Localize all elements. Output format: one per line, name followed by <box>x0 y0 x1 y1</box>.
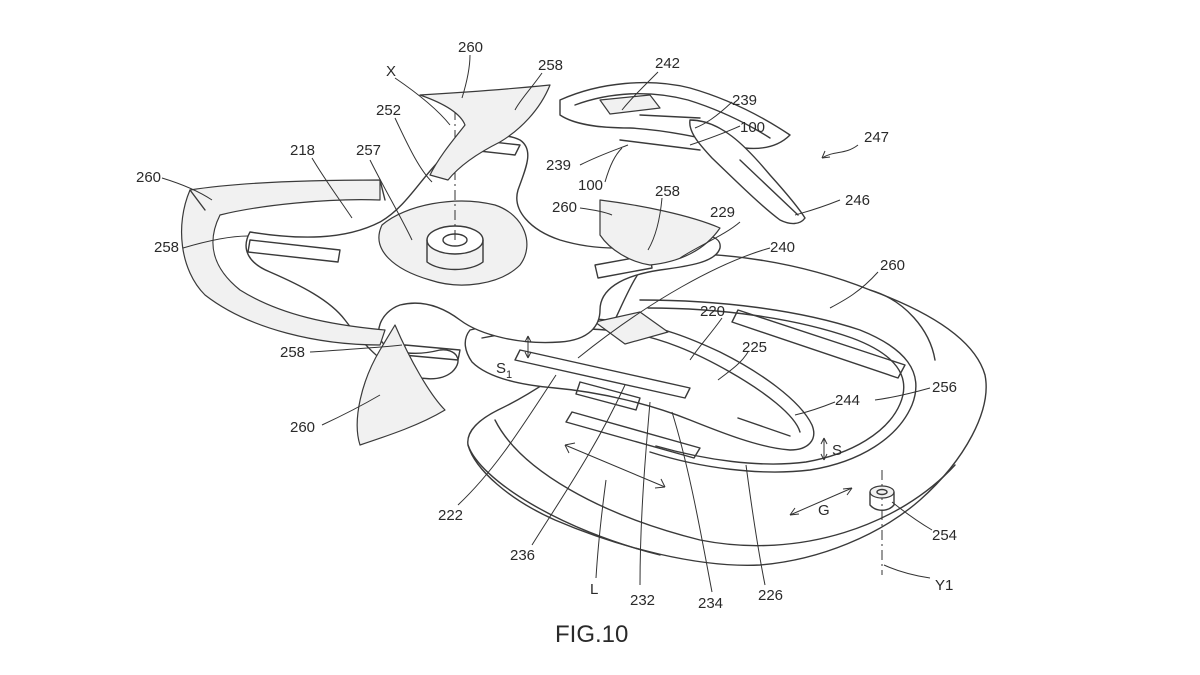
label-218: 218 <box>290 142 315 159</box>
blade-260-left <box>180 179 386 346</box>
label-260-bottom: 260 <box>290 419 315 436</box>
label-229: 229 <box>710 204 735 221</box>
label-222: 222 <box>438 507 463 524</box>
hub-plate-218 <box>245 110 721 380</box>
label-258-left: 258 <box>154 239 179 256</box>
arrow-l <box>564 444 666 488</box>
label-225: 225 <box>742 339 767 356</box>
motion-arrows <box>524 144 859 516</box>
label-s1: S1 <box>496 360 512 381</box>
label-g: G <box>818 502 830 519</box>
leader-lines <box>161 54 933 593</box>
label-100: 100 <box>740 119 765 136</box>
label-239: 239 <box>732 92 757 109</box>
label-244: 244 <box>835 392 860 409</box>
label-l: L <box>590 581 598 598</box>
arrow-247 <box>821 144 859 159</box>
bushing-254-top <box>869 485 895 499</box>
label-247: 247 <box>864 129 889 146</box>
label-240: 240 <box>770 239 795 256</box>
elongated-element-246 <box>689 119 806 225</box>
label-220: 220 <box>700 303 725 320</box>
label-s: S <box>832 442 842 459</box>
label-260-right: 260 <box>880 257 905 274</box>
label-260: 260 <box>458 39 483 56</box>
label-x: X <box>386 63 396 80</box>
carriage-220 <box>464 311 815 451</box>
label-246: 246 <box>845 192 870 209</box>
flat-element-242 <box>559 81 791 151</box>
label-258-center: 258 <box>655 183 680 200</box>
label-s1-sub: 1 <box>506 369 512 381</box>
label-258-bottom: 258 <box>280 344 305 361</box>
label-257: 257 <box>356 142 381 159</box>
label-226: 226 <box>758 587 783 604</box>
arrow-g <box>789 487 853 516</box>
label-260-center: 260 <box>552 199 577 216</box>
label-100-lower: 100 <box>578 177 603 194</box>
reference-labels: 260 258 X 252 242 239 100 247 218 257 23… <box>136 39 957 612</box>
label-234: 234 <box>698 595 723 612</box>
label-236: 236 <box>510 547 535 564</box>
figure-caption: FIG.10 <box>555 621 628 648</box>
label-258: 258 <box>538 57 563 74</box>
blade-260-bottom <box>356 324 446 446</box>
label-232: 232 <box>630 592 655 609</box>
blade-260-top <box>419 84 551 181</box>
label-252: 252 <box>376 102 401 119</box>
label-254: 254 <box>932 527 957 544</box>
blade-260-center <box>599 199 721 266</box>
label-y1: Y1 <box>935 577 953 594</box>
label-260-left: 260 <box>136 169 161 186</box>
label-s1-main: S <box>496 360 506 377</box>
label-239-lower: 239 <box>546 157 571 174</box>
label-256: 256 <box>932 379 957 396</box>
label-242: 242 <box>655 55 680 72</box>
